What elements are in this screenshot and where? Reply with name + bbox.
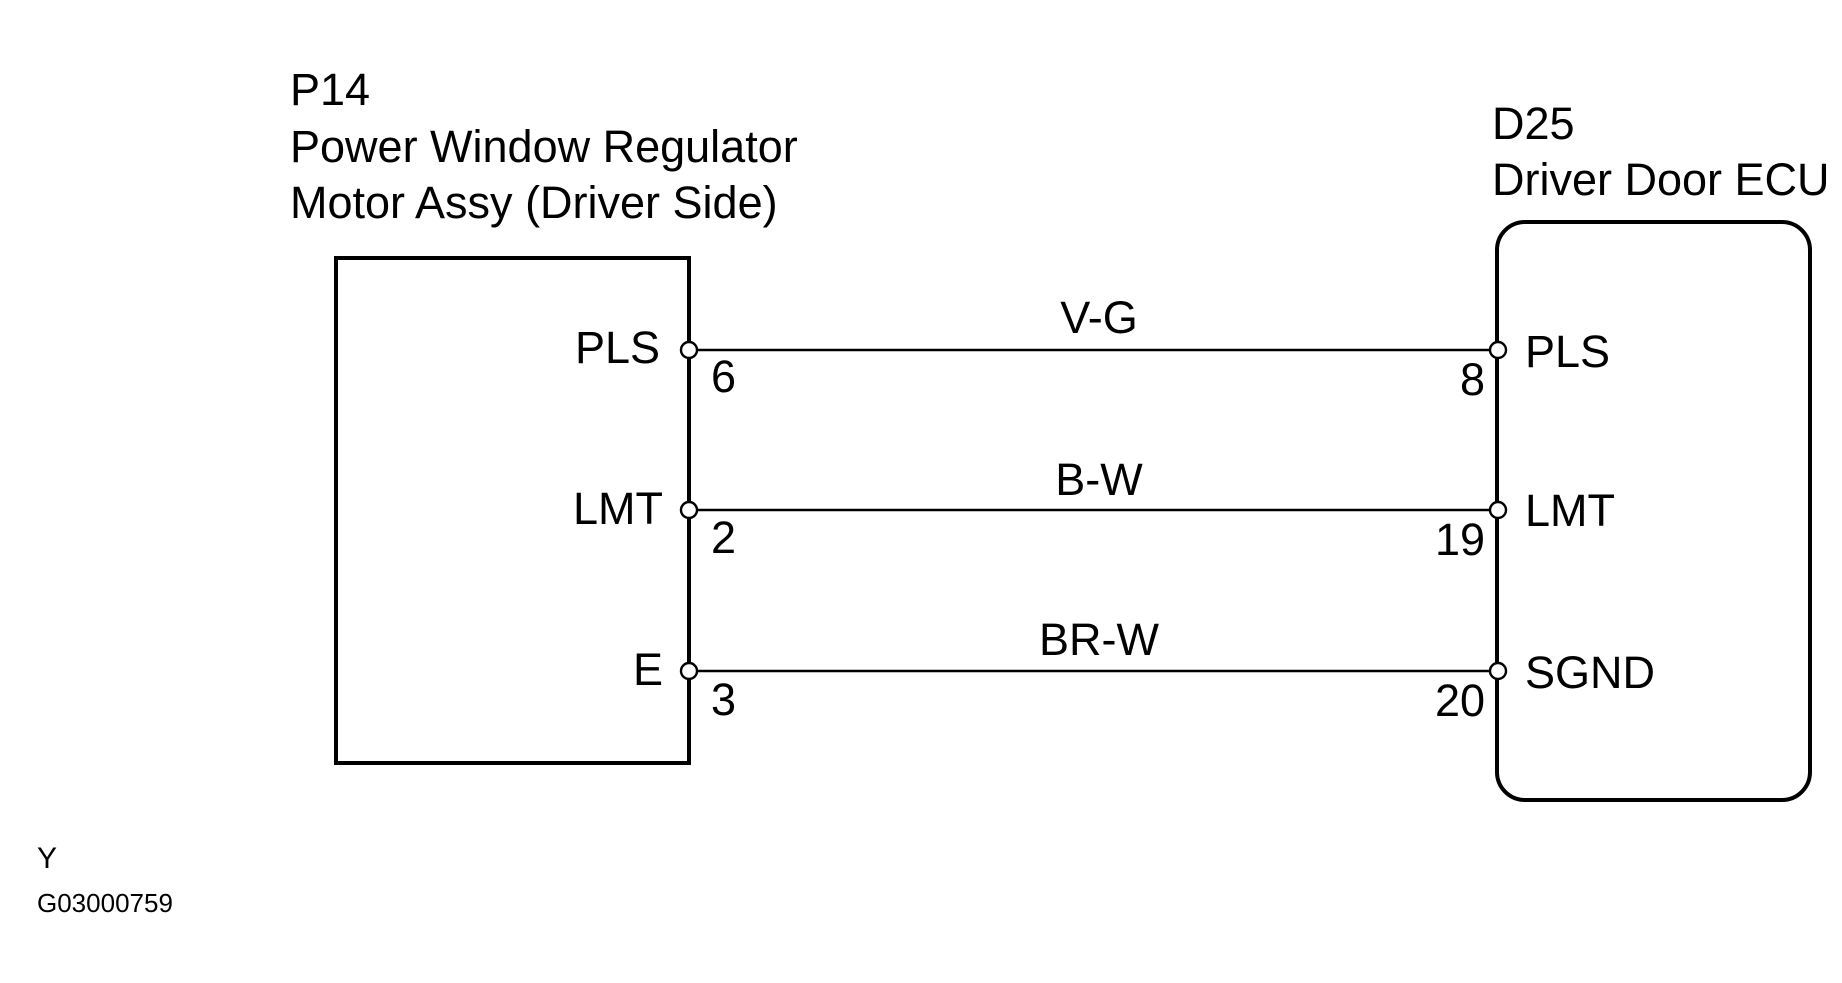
left-pin-number: 6 [711,351,736,402]
right-terminal-pls-icon [1488,340,1508,360]
right-component-name: Driver Door ECU [1492,154,1830,205]
right-terminal-lmt-icon [1488,500,1508,520]
right-pin-number: 8 [1460,354,1485,405]
right-component-code: D25 [1492,98,1575,149]
left-pin-name: PLS [575,322,660,373]
left-component-code: P14 [290,64,370,115]
right-pin-name: PLS [1525,326,1610,377]
footer-mark: Y [37,842,57,875]
wire-color-label: B-W [1055,454,1143,505]
wire-color-label: BR-W [1039,614,1159,665]
left-component-name-line1: Power Window Regulator [290,121,798,172]
right-terminal-sgnd-icon [1488,661,1508,681]
wire-color-label: V-G [1060,292,1138,343]
left-pin-name: LMT [573,483,663,534]
left-terminal-lmt-icon [679,500,699,520]
left-pin-name: E [633,644,663,695]
left-pin-number: 3 [711,674,736,725]
right-pin-number: 19 [1435,514,1485,565]
right-pin-name: LMT [1525,485,1615,536]
left-component-name-line2: Motor Assy (Driver Side) [290,177,778,228]
right-pin-name: SGND [1525,647,1655,698]
left-terminal-pls-icon [679,340,699,360]
right-pin-number: 20 [1435,675,1485,726]
left-pin-number: 2 [711,512,736,563]
left-terminal-e-icon [679,661,699,681]
figure-id: G03000759 [37,888,173,918]
